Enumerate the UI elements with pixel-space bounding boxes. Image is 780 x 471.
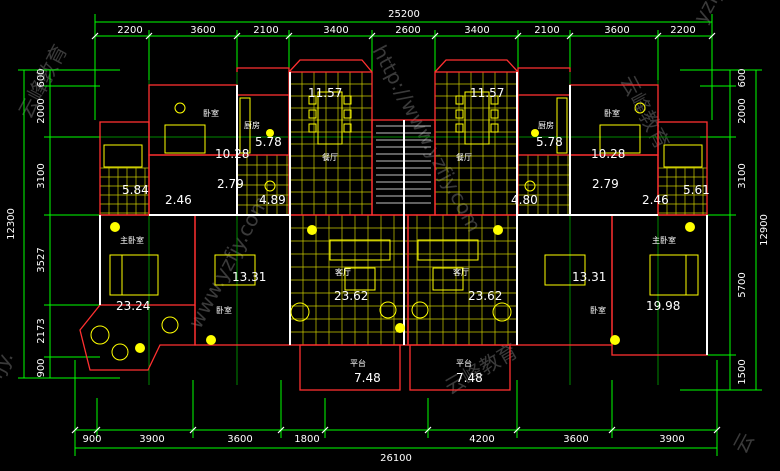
bed-mid-right xyxy=(544,254,586,286)
area-master-right: 19.98 xyxy=(646,299,680,313)
dim-bottom-4: 1800 xyxy=(294,434,319,445)
area-utility-left: 4.89 xyxy=(259,193,286,207)
dim-top-5: 2600 xyxy=(395,25,420,36)
dim-bottom-total: 26100 xyxy=(380,453,412,464)
dimension-ticks xyxy=(71,32,721,434)
label-living-right: 客厅 xyxy=(453,267,469,277)
dim-left-2: 2000 xyxy=(36,98,47,123)
dim-bottom-6: 3600 xyxy=(563,434,588,445)
bed-top-right xyxy=(599,124,641,154)
label-master-left: 主卧室 xyxy=(120,235,144,245)
sofa-left xyxy=(329,239,391,261)
area-balcony-right: 7.48 xyxy=(456,371,483,385)
dining-table-left xyxy=(317,91,343,145)
coffee-table-left xyxy=(344,267,376,291)
dim-left-total: 12300 xyxy=(6,208,17,240)
area-master-left: 23.24 xyxy=(116,299,150,313)
label-kitchen-left: 厨房 xyxy=(244,120,260,130)
label-bedroom-top-left: 卧室 xyxy=(203,108,219,118)
dim-right-4: 5700 xyxy=(737,272,748,297)
area-dining-right: 11.57 xyxy=(470,86,504,100)
sofa-right xyxy=(417,239,479,261)
master-bed-right xyxy=(649,254,699,296)
area-hall-small-left: 2.79 xyxy=(217,177,244,191)
bed-top-left xyxy=(164,124,206,154)
area-living-right: 23.62 xyxy=(468,289,502,303)
watermark-corner-left: yzfjy. xyxy=(0,347,18,403)
dim-bottom-1: 900 xyxy=(82,434,101,445)
label-dining-left: 餐厅 xyxy=(322,153,338,162)
area-kitchen-left: 5.78 xyxy=(255,135,282,149)
dim-top-1: 2200 xyxy=(117,25,142,36)
dim-right-3: 3100 xyxy=(737,163,748,188)
dim-left-5: 2173 xyxy=(36,318,47,343)
structural-walls xyxy=(99,72,708,355)
area-bedroom-mid-left: 13.31 xyxy=(232,270,266,284)
dim-bottom-2: 3900 xyxy=(139,434,164,445)
dim-right-1: 600 xyxy=(737,68,748,87)
room-area-labels: 11.57 5.78 10.28 5.84 2.79 2.46 4.89 13.… xyxy=(116,86,710,385)
dim-left-1: 600 xyxy=(36,68,47,87)
area-balcony-left: 7.48 xyxy=(354,371,381,385)
area-bath-left: 5.84 xyxy=(122,183,149,197)
watermark-corner-bottom: 云 xyxy=(728,428,759,457)
label-kitchen-right: 厨房 xyxy=(538,120,554,130)
dimension-labels: 25200 2200 3600 2100 3400 2600 3400 2100… xyxy=(6,9,770,464)
kitchen-counter-left xyxy=(239,97,251,154)
dim-top-2: 3600 xyxy=(190,25,215,36)
label-dining-right: 餐厅 xyxy=(456,153,472,162)
area-closet-left: 2.46 xyxy=(165,193,192,207)
area-bedroom-top-left: 10.28 xyxy=(215,147,249,161)
label-balcony-left: 平台 xyxy=(350,358,366,368)
dim-bottom-3: 3600 xyxy=(227,434,252,445)
area-utility-right: 4.80 xyxy=(511,193,538,207)
plants xyxy=(110,129,695,353)
area-kitchen-right: 5.78 xyxy=(536,135,563,149)
area-hall-small-right: 2.79 xyxy=(592,177,619,191)
watermark-url-top: http://www.yzfjy.com xyxy=(368,41,487,236)
area-living-left: 23.62 xyxy=(334,289,368,303)
label-master-right: 主卧室 xyxy=(652,235,676,245)
dim-top-3: 2100 xyxy=(253,25,278,36)
dim-top-6: 3400 xyxy=(464,25,489,36)
label-balcony-right: 平台 xyxy=(456,358,472,368)
dim-bottom-5: 4200 xyxy=(469,434,494,445)
label-living-left: 客厅 xyxy=(335,267,351,277)
label-bedroom-mid-left: 卧室 xyxy=(216,305,232,315)
dim-left-4: 3527 xyxy=(36,247,47,272)
staircase xyxy=(376,125,431,204)
dim-top-9: 2200 xyxy=(670,25,695,36)
bathtub-left xyxy=(103,144,143,168)
coffee-table-right xyxy=(432,267,464,291)
bathtub-right xyxy=(663,144,703,168)
dim-top-8: 3600 xyxy=(604,25,629,36)
label-bedroom-mid-right: 卧室 xyxy=(590,305,606,315)
label-bedroom-top-right: 卧室 xyxy=(604,108,620,118)
bed-mid-left xyxy=(214,254,256,286)
room-name-labels: 卧室 厨房 餐厅 主卧室 卧室 客厅 平台 卧室 厨房 餐厅 主卧室 卧室 客厅… xyxy=(120,108,676,368)
master-bed-left xyxy=(109,254,159,296)
area-closet-right: 2.46 xyxy=(642,193,669,207)
dim-left-6: 900 xyxy=(36,358,47,377)
dim-right-5: 1500 xyxy=(737,359,748,384)
dim-top-total: 25200 xyxy=(388,9,420,20)
dim-top-4: 3400 xyxy=(323,25,348,36)
area-bedroom-top-right: 10.28 xyxy=(591,147,625,161)
dim-right-2: 2000 xyxy=(737,98,748,123)
area-bath-right: 5.61 xyxy=(683,183,710,197)
watermark-corner-top: yzfjy. xyxy=(688,0,733,27)
area-bedroom-mid-right: 13.31 xyxy=(572,270,606,284)
dim-bottom-7: 3900 xyxy=(659,434,684,445)
kitchen-counter-right xyxy=(556,97,568,154)
dim-left-3: 3100 xyxy=(36,163,47,188)
dim-right-total: 12900 xyxy=(759,214,770,246)
dining-table-right xyxy=(464,91,490,145)
area-dining-left: 11.57 xyxy=(308,86,342,100)
watermark-brand-right: 云峰教育 xyxy=(616,71,675,153)
fixtures xyxy=(90,91,703,361)
dim-top-7: 2100 xyxy=(534,25,559,36)
